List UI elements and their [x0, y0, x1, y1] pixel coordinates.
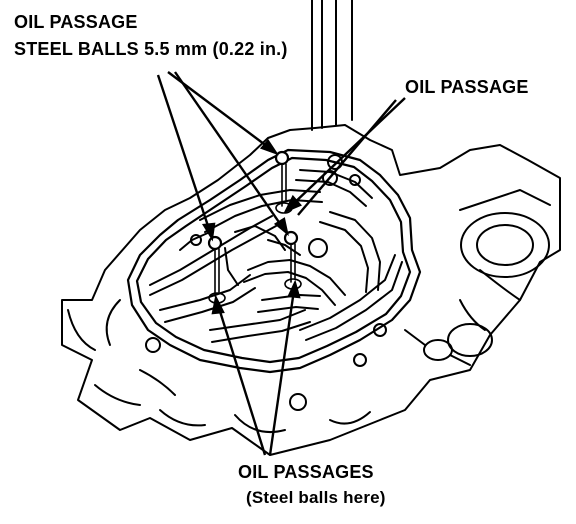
housing-outline — [61, 124, 561, 456]
oil-passage-channels — [149, 169, 403, 343]
arrow-bottom-to-left — [216, 304, 267, 456]
label-steel-balls-here: (Steel balls here) — [246, 488, 386, 507]
label-oil-passage-top-left: OIL PASSAGE — [14, 12, 138, 32]
label-oil-passages-bottom: OIL PASSAGES — [238, 462, 374, 482]
arrow-tl-to-right-ball — [174, 71, 284, 229]
right-bolt — [404, 323, 493, 366]
arrow-tl-to-left-ball — [156, 74, 212, 233]
separator-plate — [126, 148, 422, 374]
arrow-bottom-to-right — [268, 289, 296, 456]
steel-ball-left — [207, 235, 223, 251]
label-steel-balls-size: STEEL BALLS 5.5 mm (0.22 in.) — [14, 39, 288, 59]
shaft — [311, 0, 353, 131]
leader-arrows — [156, 71, 406, 456]
steel-balls — [207, 150, 299, 251]
label-oil-passage-top-right: OIL PASSAGE — [405, 77, 529, 97]
right-boss — [459, 189, 551, 278]
arrow-tr-to-passage — [291, 97, 406, 206]
arrow-tr-to-passage-b — [297, 99, 397, 216]
